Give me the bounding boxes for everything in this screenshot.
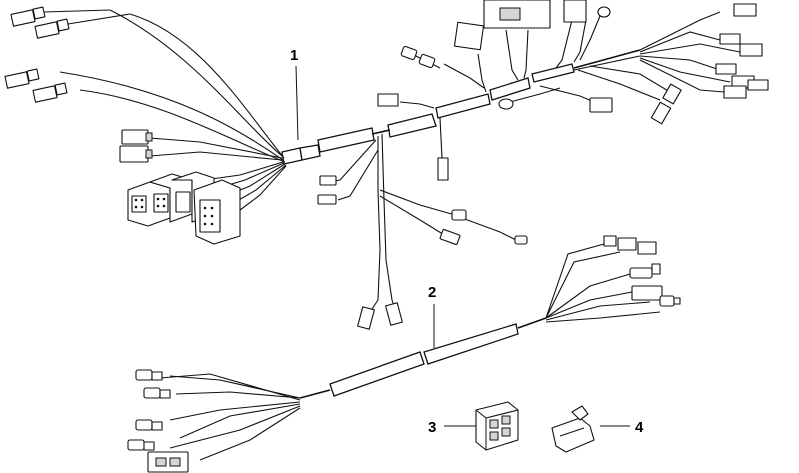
terminal-clip[interactable]: [551, 405, 595, 453]
callout-label-3: 3: [428, 419, 436, 436]
connector-center-single: [437, 157, 449, 181]
callout-label-1: 1: [290, 47, 298, 64]
callout-label-2: 2: [428, 284, 436, 301]
connector-top-center: [453, 0, 587, 51]
callout-label-4: 4: [635, 419, 644, 436]
connector-left-small-pair: [119, 129, 153, 163]
connector-center-small-1: [317, 175, 528, 246]
eyelet-top: [597, 6, 611, 18]
connector-secondary-left: [127, 369, 189, 473]
connector-right-fan: [715, 3, 769, 99]
connector-secondary-right: [603, 235, 681, 307]
secondary-wiring-harness[interactable]: [127, 235, 681, 473]
ring-terminal: [498, 98, 514, 110]
connector-center-bottom-pair: [357, 299, 403, 330]
connector-right-small: [650, 83, 682, 125]
connector-top-left-1: [10, 6, 131, 39]
callout-4: 4: [600, 419, 644, 436]
relay-box-top: [483, 0, 551, 29]
connector-top-center-left: [400, 45, 436, 69]
connector-block-left: [127, 171, 241, 245]
callout-3: 3: [428, 419, 476, 436]
connector-top-left-2: [4, 68, 68, 103]
connector-trunk-left: [377, 93, 399, 107]
callout-2: 2: [428, 284, 436, 348]
connector-housing[interactable]: [475, 401, 519, 451]
callout-1: 1: [290, 47, 299, 141]
main-wiring-harness[interactable]: [4, 0, 769, 330]
connector-right-mid: [589, 97, 613, 113]
